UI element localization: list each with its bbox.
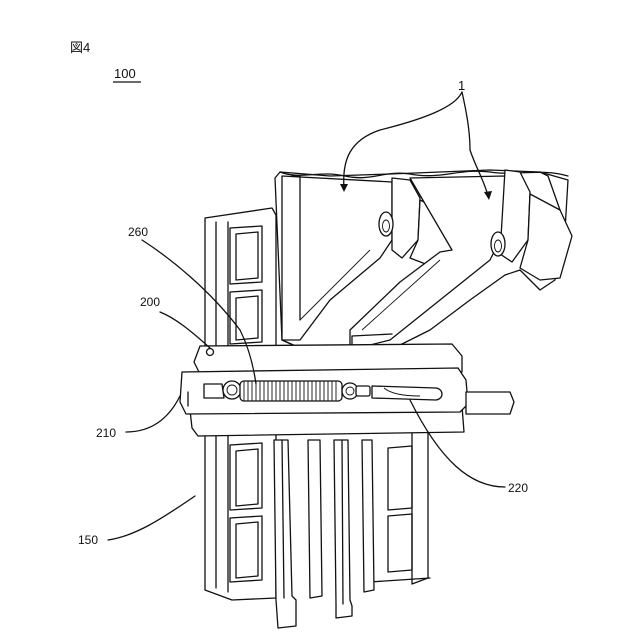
assembly-ref-label: 100: [114, 66, 136, 81]
label-210: 210: [96, 426, 116, 440]
label-1: 1: [458, 78, 465, 93]
slide-plate-210: [180, 368, 514, 414]
figure-title: 図4: [70, 40, 90, 55]
blade-legs: [274, 440, 374, 628]
label-220: 220: [508, 481, 528, 495]
label-200: 200: [140, 295, 160, 309]
label-260: 260: [128, 225, 148, 239]
label-150: 150: [78, 533, 98, 547]
terminal-blocks-1: [275, 170, 572, 352]
